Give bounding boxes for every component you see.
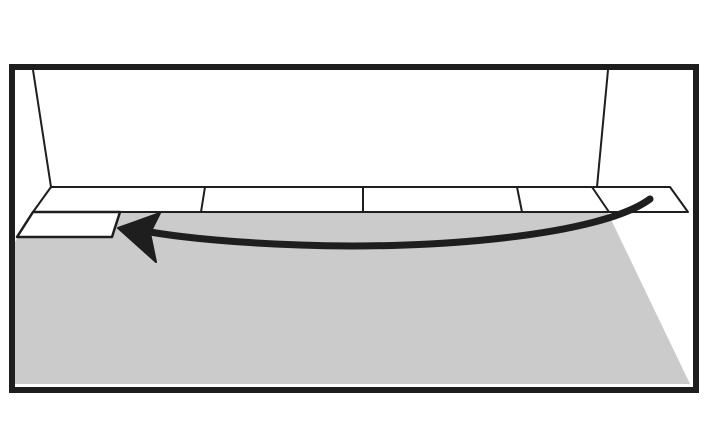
back-wall-right-edge	[596, 69, 609, 188]
plank-row-strip	[32, 186, 689, 213]
direction-arrow	[117, 195, 654, 263]
arrow-shaft	[146, 195, 654, 250]
room-frame	[9, 64, 699, 393]
plank-seam	[200, 186, 206, 213]
moved-plank	[15, 210, 122, 239]
floor-area	[15, 207, 690, 384]
back-wall-left-edge	[32, 69, 52, 188]
plank-seam	[591, 186, 610, 213]
arrow-head	[117, 212, 161, 263]
installed-plank-row	[32, 186, 689, 213]
plank-seam	[516, 186, 523, 213]
